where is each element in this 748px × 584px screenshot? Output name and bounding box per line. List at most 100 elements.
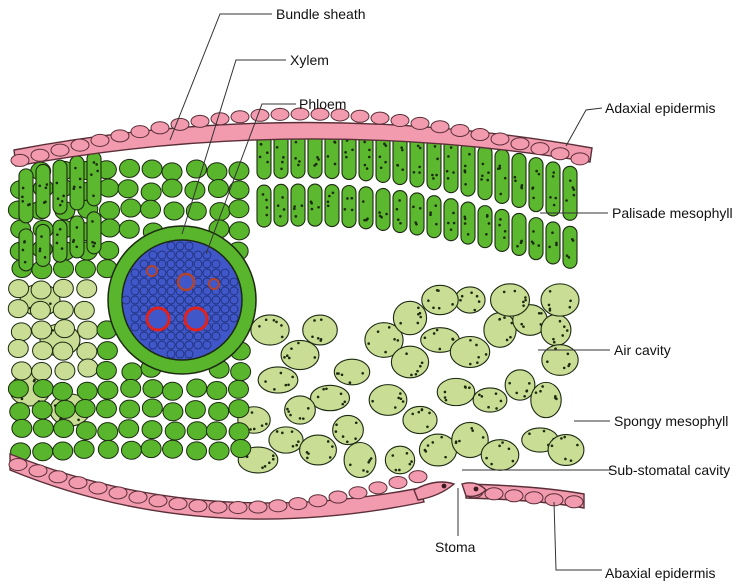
- chloroplast: [281, 160, 284, 164]
- chloroplast: [325, 387, 328, 391]
- epidermal-cell: [48, 470, 68, 484]
- chloroplast: [418, 165, 421, 169]
- spongy-cell: [489, 283, 531, 317]
- mesophyll-cell: [185, 201, 207, 221]
- chloroplast: [350, 208, 354, 212]
- chloroplast: [297, 341, 300, 345]
- chloroplast: [485, 215, 489, 218]
- vascular-cell: [157, 250, 167, 260]
- chloroplast: [444, 455, 447, 459]
- vascular-cell: [166, 331, 176, 341]
- chloroplast: [552, 203, 556, 207]
- mesophyll-cell: [7, 338, 29, 358]
- vascular-cell: [148, 250, 158, 260]
- chloroplast: [418, 206, 422, 210]
- epidermal-cell: [208, 500, 228, 514]
- chloroplast: [294, 157, 297, 160]
- chloroplast: [408, 462, 412, 466]
- spongy-cell: [541, 344, 579, 376]
- chloroplast: [420, 361, 424, 365]
- epidermal-cell: [108, 486, 128, 500]
- chloroplast: [486, 178, 490, 182]
- chloroplast: [484, 353, 488, 356]
- chloroplast: [416, 144, 420, 148]
- chloroplast: [405, 352, 408, 355]
- mesophyll-cell: [228, 199, 250, 219]
- chloroplast: [555, 397, 558, 401]
- spongy-cell: [390, 345, 430, 379]
- chloroplast: [280, 335, 284, 339]
- chloroplast: [417, 306, 420, 310]
- mesophyll-cell: [98, 240, 120, 260]
- chloroplast: [477, 300, 481, 303]
- palisade-cell: [341, 184, 357, 229]
- chloroplast: [514, 179, 517, 183]
- chloroplast: [412, 170, 416, 174]
- epidermal-cell: [368, 481, 388, 495]
- chloroplast: [437, 306, 441, 310]
- mesophyll-cell: [162, 381, 184, 401]
- chloroplast: [368, 148, 371, 152]
- vascular-cell: [166, 277, 176, 287]
- chloroplast: [378, 211, 381, 214]
- epidermal-cell: [170, 117, 190, 131]
- mesophyll-cell: [162, 402, 184, 422]
- chloroplast: [565, 254, 569, 257]
- vascular-cell: [166, 349, 176, 359]
- vascular-cell: [130, 304, 140, 314]
- chloroplast: [502, 290, 506, 294]
- chloroplast: [350, 196, 354, 200]
- chloroplast: [487, 405, 490, 409]
- guard-cell-nucleus: [473, 486, 479, 492]
- epidermal-cell: [130, 125, 150, 139]
- vascular-cell: [166, 259, 176, 269]
- vascular-cell: [175, 295, 185, 305]
- chloroplast: [414, 221, 418, 224]
- chloroplast: [361, 372, 365, 375]
- chloroplast: [571, 186, 575, 189]
- chloroplast: [516, 244, 519, 248]
- vascular-cell: [166, 268, 176, 278]
- chloroplast: [287, 383, 290, 387]
- chloroplast: [75, 226, 79, 229]
- chloroplast: [524, 298, 527, 302]
- epidermal-cell: [490, 132, 510, 146]
- chloroplast: [286, 407, 289, 411]
- chloroplast: [294, 215, 298, 218]
- chloroplast: [394, 468, 398, 472]
- chloroplast: [481, 436, 485, 439]
- epidermal-cell: [530, 142, 550, 156]
- mesophyll-cell: [96, 341, 118, 361]
- spongy-cell: [472, 387, 508, 413]
- vascular-cell: [202, 295, 212, 305]
- epidermal-cell: [68, 476, 88, 490]
- chloroplast: [60, 199, 64, 203]
- chloroplast: [383, 142, 386, 146]
- palisade-cell: [562, 225, 578, 269]
- mesophyll-cell: [206, 380, 228, 400]
- palisade-cell: [477, 145, 493, 201]
- chloroplast: [297, 163, 300, 167]
- mesophyll-cell: [95, 361, 117, 381]
- vascular-cell: [157, 286, 167, 296]
- chloroplast: [298, 417, 302, 420]
- chloroplast: [513, 175, 517, 179]
- chloroplast: [23, 260, 27, 264]
- chloroplast: [365, 167, 369, 170]
- chloroplast: [463, 215, 467, 219]
- chloroplast: [520, 239, 524, 243]
- chloroplast: [541, 385, 544, 388]
- chloroplast: [548, 245, 551, 249]
- chloroplast: [339, 392, 343, 396]
- chloroplast: [423, 336, 427, 340]
- chloroplast: [466, 233, 470, 236]
- spongy-cell: [421, 284, 459, 316]
- epidermal-cell: [430, 120, 450, 134]
- chloroplast: [272, 319, 276, 322]
- vascular-cell: [130, 268, 140, 278]
- chloroplast: [480, 178, 483, 181]
- chloroplast: [552, 171, 556, 174]
- label-bundle-sheath: Bundle sheath: [276, 6, 366, 22]
- chloroplast: [452, 221, 456, 225]
